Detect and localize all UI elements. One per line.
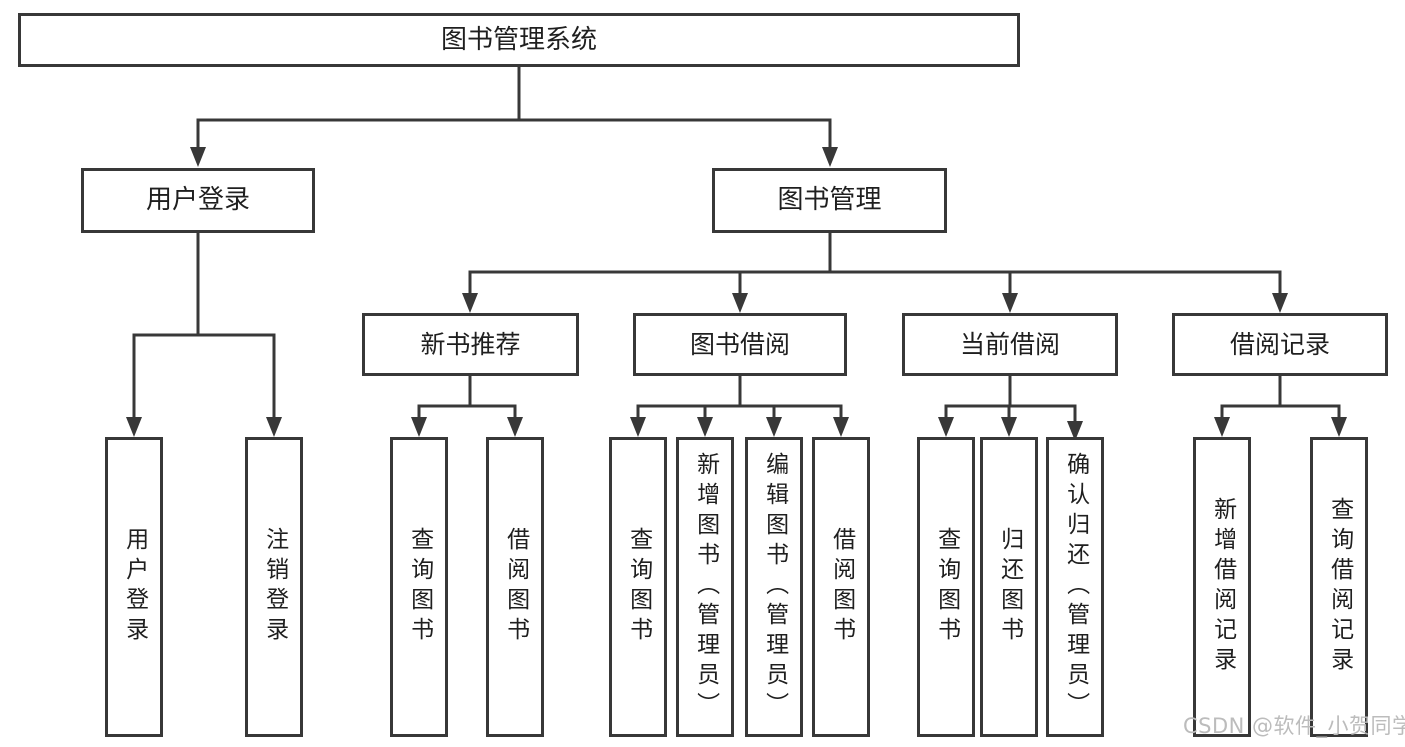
node-borrow-records: 借阅记录	[1172, 313, 1388, 376]
node-user-login: 用户登录	[81, 168, 315, 233]
arrowhead-icon	[411, 417, 427, 437]
connector-new-books-branch	[411, 376, 523, 437]
arrowhead-icon	[266, 417, 282, 437]
leaf-newbooks-borrow-books: 借阅图书	[486, 437, 544, 737]
node-current-borrowing: 当前借阅	[902, 313, 1118, 376]
leaf-current-query-books: 查询图书	[917, 437, 975, 737]
leaf-records-add-record: 新增借阅记录	[1193, 437, 1251, 737]
connector-elbow	[468, 270, 1282, 302]
node-book-mgmt: 图书管理	[712, 168, 947, 233]
arrowhead-icon	[630, 417, 646, 437]
node-new-book-rec: 新书推荐	[362, 313, 579, 376]
arrowhead-icon	[833, 417, 849, 437]
leaf-newbooks-query-books: 查询图书	[390, 437, 448, 737]
arrowhead-icon	[697, 417, 713, 437]
arrowhead-icon	[126, 417, 142, 437]
node-book-borrowing: 图书借阅	[633, 313, 847, 376]
arrowhead-icon	[938, 417, 954, 437]
arrowhead-icon	[190, 147, 206, 167]
arrowhead-icon	[1331, 417, 1347, 437]
connector-user-login-branch	[126, 233, 282, 437]
leaf-borrowing-borrow-books: 借阅图书	[812, 437, 870, 737]
connector-elbow	[1220, 404, 1341, 424]
leaf-current-return-book: 归还图书	[980, 437, 1038, 737]
connector-borrow-records-branch	[1214, 376, 1347, 437]
arrowhead-icon	[1002, 293, 1018, 313]
arrowhead-icon	[1214, 417, 1230, 437]
arrowhead-icon	[732, 293, 748, 313]
connector-elbow	[417, 404, 517, 424]
leaf-borrowing-add-book-admin: 新增图书（管理员）	[676, 437, 734, 737]
arrowhead-icon	[822, 147, 838, 167]
leaf-borrowing-edit-book-admin: 编辑图书（管理员）	[745, 437, 803, 737]
node-root-title: 图书管理系统	[18, 13, 1020, 67]
connector-elbow	[132, 333, 276, 425]
csdn-watermark: CSDN @软件_小贺同学	[1183, 714, 1405, 738]
connector-elbow	[944, 404, 1077, 427]
leaf-logout: 注销登录	[245, 437, 303, 737]
connector-elbow	[636, 404, 843, 424]
connector-current-borrowing-branch	[938, 376, 1083, 441]
arrowhead-icon	[462, 293, 478, 313]
leaf-current-confirm-return-admin: 确认归还（管理员）	[1046, 437, 1104, 737]
connector-book-borrowing-branch	[630, 376, 849, 437]
leaf-borrowing-query-books: 查询图书	[609, 437, 667, 737]
leaf-records-query-record: 查询借阅记录	[1310, 437, 1368, 737]
arrowhead-icon	[1001, 417, 1017, 437]
leaf-user-login: 用户登录	[105, 437, 163, 737]
arrowhead-icon	[766, 417, 782, 437]
connector-book-mgmt-branch	[462, 233, 1288, 313]
connector-root-to-level2	[190, 67, 838, 167]
arrowhead-icon	[1272, 293, 1288, 313]
connector-elbow	[196, 118, 832, 157]
arrowhead-icon	[507, 417, 523, 437]
